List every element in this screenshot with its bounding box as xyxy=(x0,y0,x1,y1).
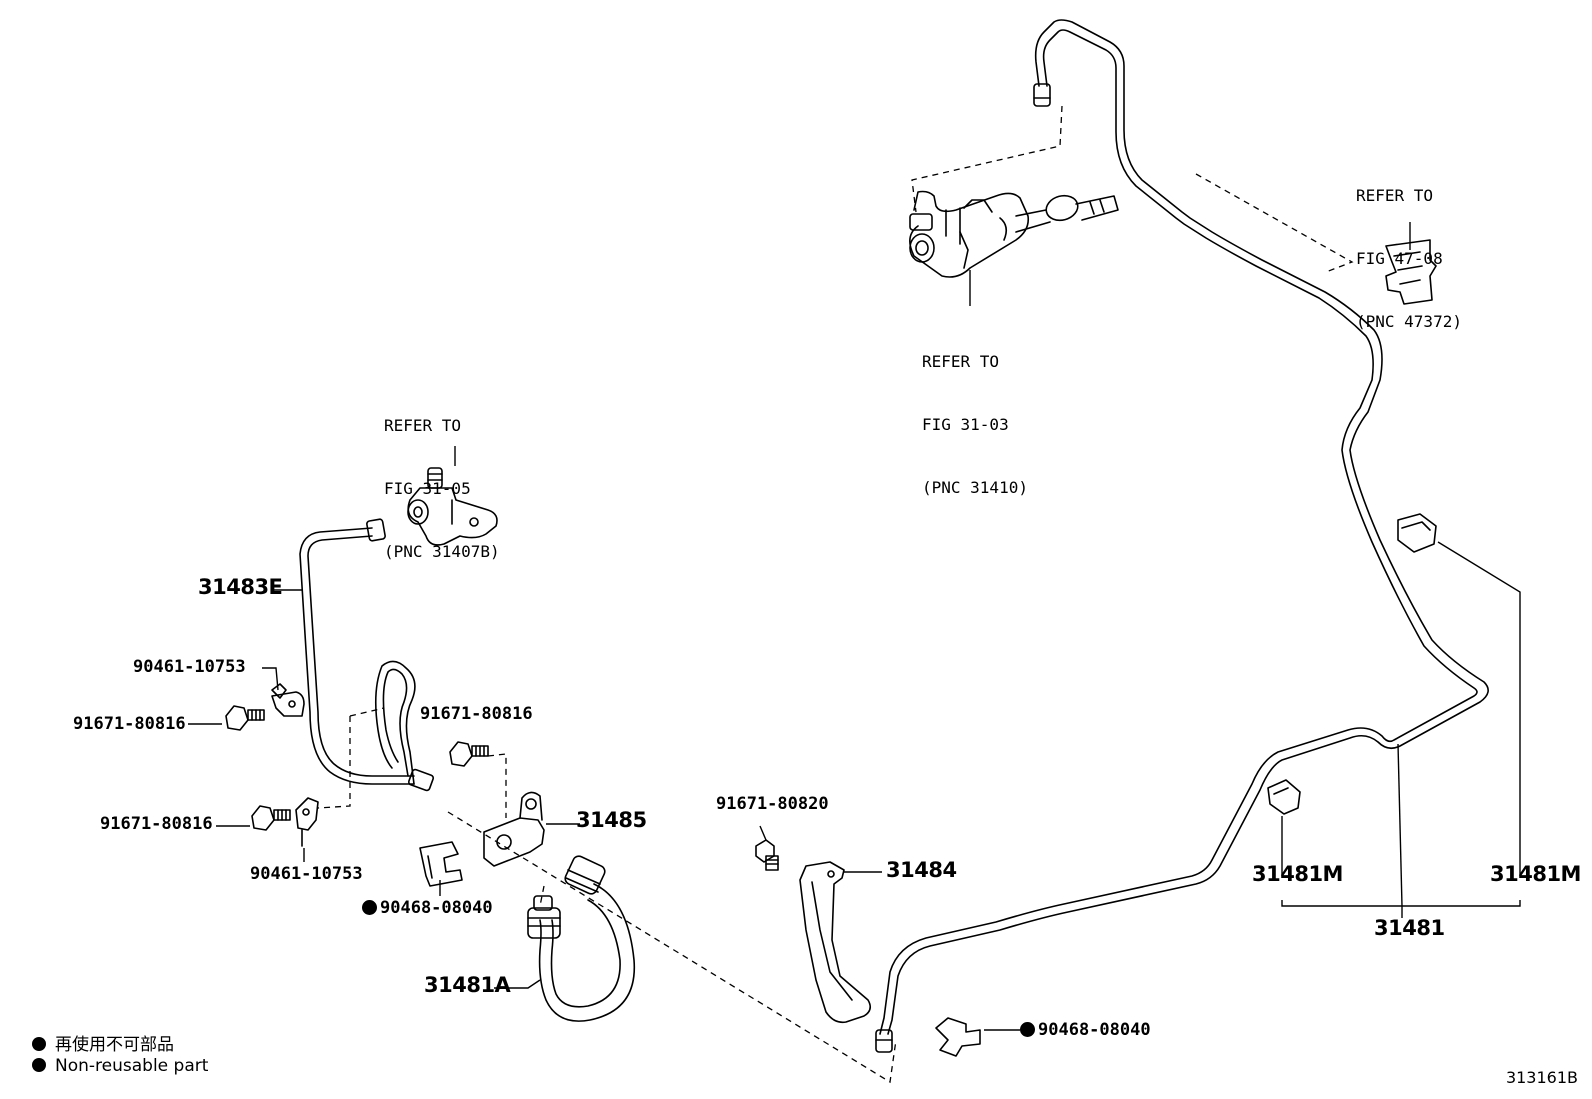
bolt-91671-80820 xyxy=(755,839,779,871)
legend-dot xyxy=(32,1037,46,1051)
refer-line-3: (PNC 31410) xyxy=(922,478,1028,497)
bracket-31484 xyxy=(799,861,872,1024)
non-reusable-dot xyxy=(1020,1022,1035,1037)
part-label-91671-80816-upper[interactable]: 91671-80816 xyxy=(73,714,186,734)
refer-line-3: (PNC 47372) xyxy=(1356,312,1462,331)
part-label-31481M-left[interactable]: 31481M xyxy=(1252,862,1343,886)
figure-id: 313161B xyxy=(1505,1068,1578,1087)
clip-90468-right xyxy=(935,1017,981,1057)
part-label-91671-80816-lower[interactable]: 91671-80816 xyxy=(100,814,213,834)
part-label-90461-10753-upper[interactable]: 90461-10753 xyxy=(133,657,246,677)
clip-90468-left xyxy=(419,841,463,887)
part-label-31481A[interactable]: 31481A xyxy=(424,973,511,997)
tube-31481 xyxy=(875,19,1489,1053)
clip-90461-upper xyxy=(271,683,305,717)
legend-text-en: Non-reusable part xyxy=(55,1056,209,1076)
hose-31481A xyxy=(527,855,636,1022)
legend-dot xyxy=(32,1058,46,1072)
union-fitting xyxy=(407,467,498,546)
legend-en: Non-reusable part xyxy=(32,1056,208,1076)
part-label-91671-80816-mid[interactable]: 91671-80816 xyxy=(420,704,533,724)
non-reusable-dot xyxy=(362,900,377,915)
part-label-90468-08040-left[interactable]: 90468-08040 xyxy=(362,898,493,919)
refer-line-1: REFER TO xyxy=(1356,186,1434,205)
part-label-31481[interactable]: 31481 xyxy=(1374,916,1445,940)
refer-fig-31-05: REFER TO FIG 31-05 (PNC 31407B) xyxy=(384,373,500,583)
master-cylinder xyxy=(909,190,1119,278)
part-label-31485[interactable]: 31485 xyxy=(576,808,647,832)
refer-fig-31-03: REFER TO FIG 31-03 (PNC 31410) xyxy=(922,309,1028,519)
part-number: 90468-08040 xyxy=(380,898,493,918)
legend-text-jp: 再使用不可部品 xyxy=(55,1035,174,1055)
clamp-31481M-lower xyxy=(1267,779,1301,815)
part-label-90468-08040-right[interactable]: 90468-08040 xyxy=(1020,1020,1151,1041)
bracket-31485 xyxy=(483,791,545,867)
tube-31483E xyxy=(299,518,435,792)
bolt-91671-upper xyxy=(225,705,265,731)
refer-line-3: (PNC 31407B) xyxy=(384,542,500,561)
refer-line-1: REFER TO xyxy=(384,416,462,435)
part-number: 90468-08040 xyxy=(1038,1020,1151,1040)
part-label-31483E[interactable]: 31483E xyxy=(198,575,283,599)
part-label-90461-10753-lower[interactable]: 90461-10753 xyxy=(250,864,363,884)
part-label-91671-80820[interactable]: 91671-80820 xyxy=(716,794,829,814)
refer-line-2: FIG 47-08 xyxy=(1356,249,1443,268)
bolt-91671-lower xyxy=(251,805,291,831)
refer-line-2: FIG 31-05 xyxy=(384,479,471,498)
bolt-91671-mid xyxy=(449,741,489,767)
legend-jp: 再使用不可部品 xyxy=(32,1030,174,1055)
part-label-31484[interactable]: 31484 xyxy=(886,858,957,882)
clamp-31481M-upper xyxy=(1397,513,1437,553)
part-label-31481M-right[interactable]: 31481M xyxy=(1490,862,1581,886)
bracket-47372 xyxy=(1385,239,1437,305)
refer-line-1: REFER TO xyxy=(922,352,1000,371)
refer-fig-47-08: REFER TO FIG 47-08 (PNC 47372) xyxy=(1356,143,1462,353)
clip-90461-lower xyxy=(295,797,319,847)
refer-line-2: FIG 31-03 xyxy=(922,415,1009,434)
